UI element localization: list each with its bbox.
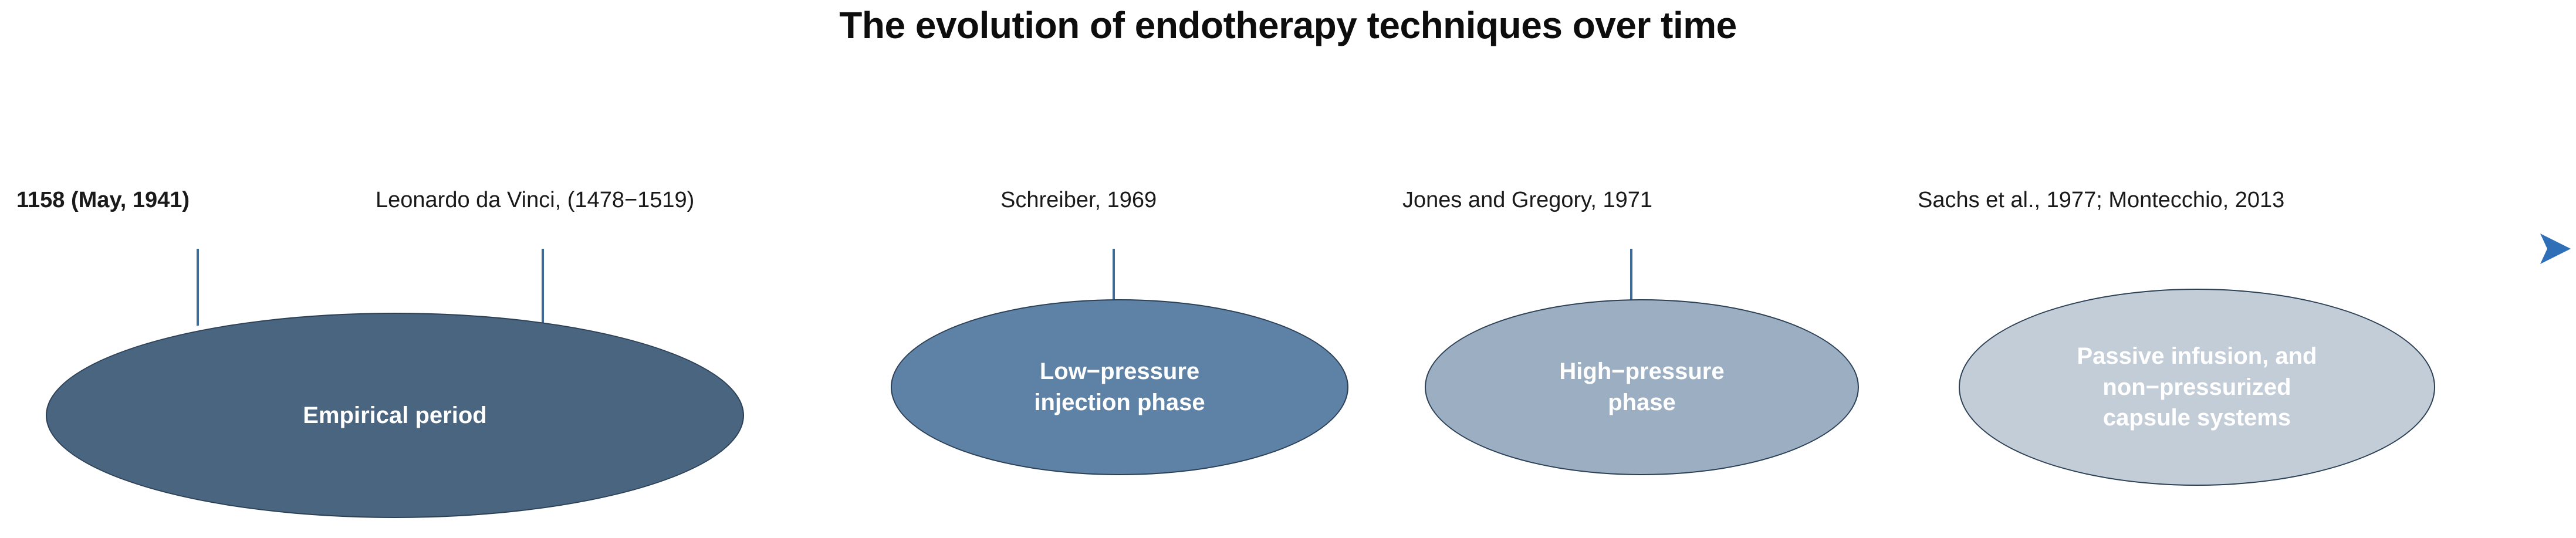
timeline-event-label: 1158 (May, 1941) <box>16 188 190 212</box>
page-title: The evolution of endotherapy techniques … <box>839 4 1737 46</box>
phase-empirical-period[interactable]: Empirical period <box>46 313 744 518</box>
timeline-event-label: Jones and Gregory, 1971 <box>1402 188 1653 212</box>
phase-label: Empirical period <box>303 402 487 428</box>
right-arrow-icon <box>2540 234 2571 264</box>
timeline-event-label: Schreiber, 1969 <box>1000 188 1157 212</box>
timeline-event-label: Sachs et al., 1977; Montecchio, 2013 <box>1918 188 2285 212</box>
timeline-event-label: Leonardo da Vinci, (1478−1519) <box>376 188 695 212</box>
